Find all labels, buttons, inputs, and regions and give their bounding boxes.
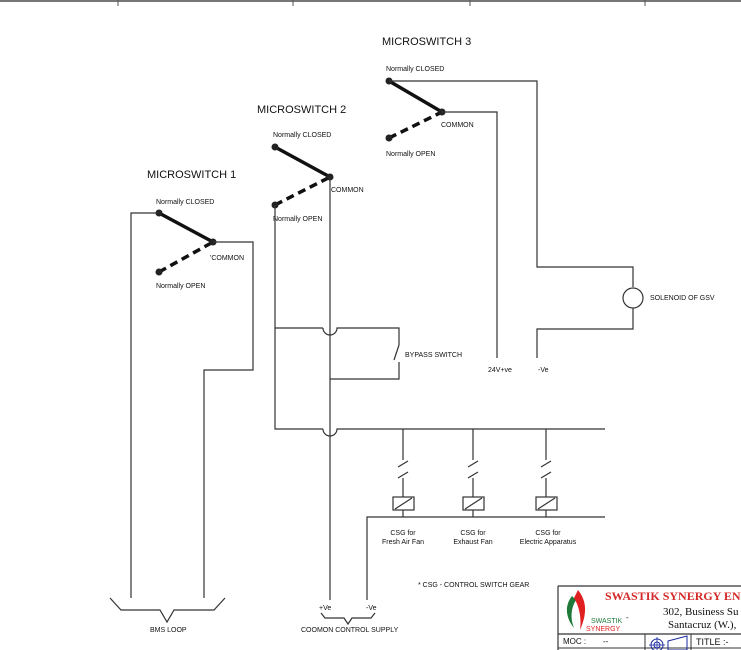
csg-3-line1: CSG for <box>535 530 561 537</box>
microswitch-2-contact-open <box>274 175 331 207</box>
common-supply-neg-label: -Ve <box>366 605 377 612</box>
microswitch-3-common-label: COMMON <box>441 122 474 129</box>
bms-loop-bracket <box>109 597 226 624</box>
microswitch-2-nc-terminal <box>271 143 279 151</box>
csg-1-line2: Fresh Air Fan <box>382 539 424 546</box>
microswitch-2: MICROSWITCH 2 Normally CLOSED COMMON Nor… <box>257 104 364 223</box>
microswitch-3-nc-label: Normally CLOSED <box>386 66 444 73</box>
title-label: TITLE :- <box>696 637 729 647</box>
company-address-1: 302, Business Su <box>663 606 739 618</box>
csg-2-line2: Exhaust Fan <box>453 539 492 546</box>
bypass-switch-contact <box>393 344 400 361</box>
logo-flame-red <box>574 590 586 630</box>
microswitch-3-contact-open <box>388 110 443 140</box>
moc-label: MOC : <box>563 637 586 646</box>
solenoid-label: SOLENOID OF GSV <box>650 295 715 302</box>
microswitch-3-no-terminal <box>385 134 393 142</box>
projection-cone-icon <box>667 635 688 650</box>
supply-neg-label: -Ve <box>538 367 549 374</box>
microswitch-1-nc-label: Normally CLOSED <box>156 199 214 206</box>
wire-csg-bus <box>322 428 605 437</box>
wire-bypass-bottom <box>330 362 400 380</box>
wire-ms1-common-bms <box>203 241 254 598</box>
microswitch-3-title: MICROSWITCH 3 <box>382 36 471 48</box>
wire-bypass-top <box>322 327 400 345</box>
moc-value: -- <box>603 637 609 646</box>
supply-24v-label: 24V+ve <box>488 367 512 374</box>
wire-csg-return-neg <box>366 516 605 600</box>
logo-text-top: SWASTIK <box>591 618 623 625</box>
microswitch-1-contact-open <box>158 240 214 274</box>
microswitch-1-common-label: 'COMMON <box>210 255 244 262</box>
logo-flame-green <box>566 596 576 628</box>
microswitch-1-title: MICROSWITCH 1 <box>147 169 236 181</box>
csg-2-line1: CSG for <box>460 530 486 537</box>
wire-ms1-nc-bms <box>130 212 159 598</box>
bypass-switch-label: BYPASS SWITCH <box>405 352 462 359</box>
microswitch-1-no-label: Normally OPEN <box>156 283 205 290</box>
microswitch-3: MICROSWITCH 3 Normally CLOSED COMMON Nor… <box>382 36 474 158</box>
company-address-2: Santacruz (W.), <box>668 619 737 631</box>
company-name: SWASTIK SYNERGY ENG <box>605 589 741 603</box>
common-supply-bracket <box>320 612 376 626</box>
bms-loop-label: BMS LOOP <box>150 627 187 634</box>
microswitch-1: MICROSWITCH 1 Normally CLOSED 'COMMON No… <box>147 169 244 290</box>
logo-dash: - <box>626 613 629 622</box>
microswitch-1-no-terminal <box>155 268 163 276</box>
solenoid-coil <box>622 287 644 309</box>
wire-solenoid-neg <box>536 308 634 358</box>
microswitch-3-no-label: Normally OPEN <box>386 151 435 158</box>
wire-ms2-no-to-bus <box>274 205 323 430</box>
common-supply-label: COOMON CONTROL SUPPLY <box>301 627 399 634</box>
csg-1-line1: CSG for <box>390 530 416 537</box>
csg-note: * CSG - CONTROL SWITCH GEAR <box>418 582 529 589</box>
microswitch-2-contact-closed <box>274 145 331 179</box>
microswitch-2-nc-label: Normally CLOSED <box>273 132 331 139</box>
microswitch-1-contact-closed <box>158 211 214 244</box>
csg-fresh-air-fan: CSG for Fresh Air Fan <box>382 429 424 546</box>
logo-text-bottom: SYNERGY <box>586 626 621 633</box>
wire-ms3-nc-to-solenoid <box>389 80 634 287</box>
microswitch-2-common-label: COMMON <box>331 187 364 194</box>
csg-3-line2: Electric Apparatus <box>520 539 577 546</box>
wire-ms3-common-24v <box>442 111 498 358</box>
csg-exhaust-fan: CSG for Exhaust Fan <box>453 429 493 546</box>
microswitch-2-title: MICROSWITCH 2 <box>257 104 346 116</box>
title-block: SWASTIK SYNERGY - SWASTIK SYNERGY ENG 30… <box>557 585 741 650</box>
csg-electric-apparatus: CSG for Electric Apparatus <box>520 429 577 546</box>
common-supply-pos-label: +Ve <box>319 605 331 612</box>
microswitch-2-no-label: Normally OPEN <box>273 216 322 223</box>
microswitch-3-contact-closed <box>388 79 443 114</box>
